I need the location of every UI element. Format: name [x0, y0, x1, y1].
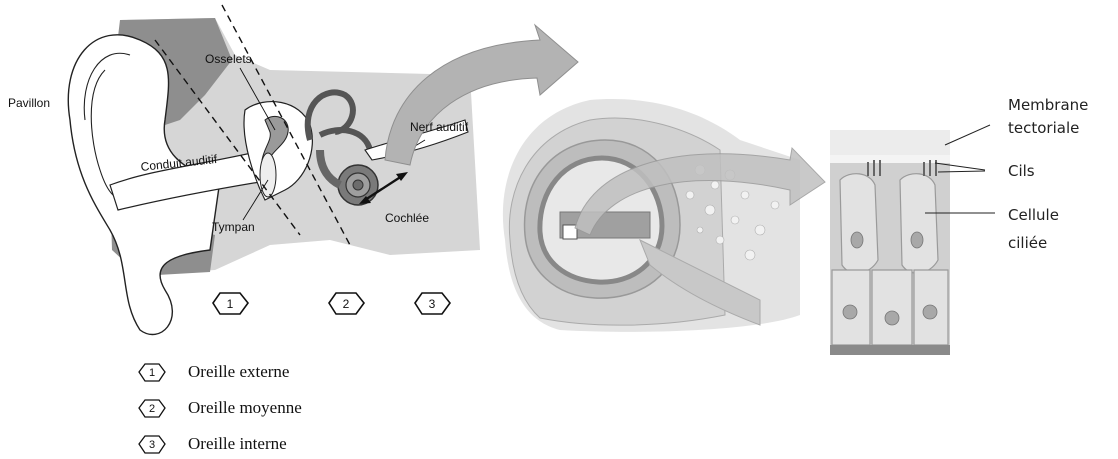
- legend-oreille-moyenne: Oreille moyenne: [188, 398, 302, 418]
- svg-text:1: 1: [227, 297, 234, 311]
- cochlea-cross-section: [503, 99, 800, 332]
- legend-hex-2: 2: [139, 400, 165, 417]
- pointer-membrane: [945, 125, 990, 145]
- svg-text:1: 1: [149, 367, 155, 379]
- label-tympan: Tympan: [212, 220, 255, 234]
- zone-number-2: 2: [329, 293, 364, 314]
- zone-number-1: 1: [213, 293, 248, 314]
- label-nerf-auditif: Nerf auditif: [410, 120, 468, 134]
- legend-hex-1: 1: [139, 364, 165, 381]
- label-osselets: Osselets: [205, 52, 252, 66]
- svg-text:2: 2: [343, 297, 350, 311]
- label-cils: Cils: [1008, 160, 1035, 183]
- label-cellule-line1: Cellule: [1008, 204, 1059, 227]
- legend-oreille-interne: Oreille interne: [188, 434, 287, 454]
- legend-hex-3: 3: [139, 436, 165, 453]
- svg-text:3: 3: [149, 439, 155, 451]
- svg-text:2: 2: [149, 403, 155, 415]
- eardrum: [260, 153, 276, 197]
- label-cochlee: Cochlée: [385, 211, 429, 225]
- hair-cell-panel: [830, 130, 950, 355]
- zone-number-3: 3: [415, 293, 450, 314]
- label-membrane-line1: Membrane: [1008, 94, 1088, 117]
- svg-text:3: 3: [429, 297, 436, 311]
- legend-oreille-externe: Oreille externe: [188, 362, 289, 382]
- label-membrane-line2: tectoriale: [1008, 117, 1079, 140]
- label-cellule-line2: ciliée: [1008, 232, 1047, 255]
- label-pavillon: Pavillon: [8, 96, 50, 110]
